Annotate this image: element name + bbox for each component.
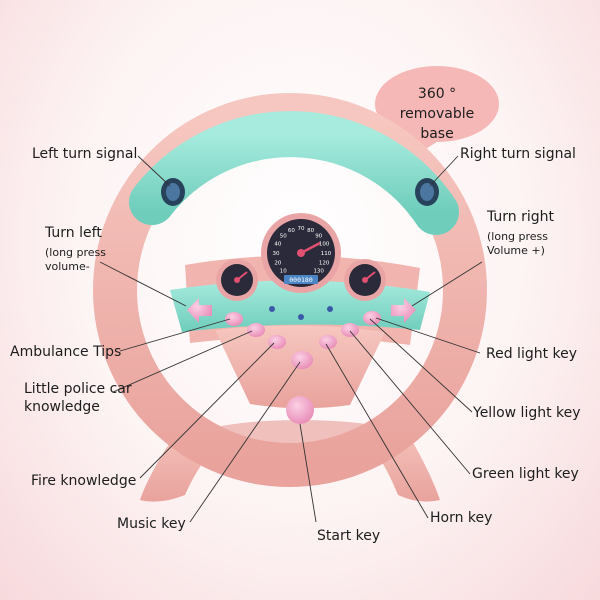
label-start-key: Start key: [317, 528, 381, 544]
speedometer-number: 40: [274, 241, 281, 247]
label-right-turn-signal: Right turn signal: [460, 146, 576, 162]
speedometer-number: 80: [307, 228, 314, 234]
label-music-key: Music key: [117, 516, 186, 532]
label-left-turn-signal: Left turn signal: [32, 146, 138, 162]
speedometer-number: 70: [298, 226, 305, 232]
label-little-police-2: knowledge: [24, 399, 100, 415]
label-turn-right-note-1: (long press: [487, 230, 549, 243]
turn-arrow-buttons: [187, 298, 416, 323]
turn-signal-lights: [161, 178, 439, 206]
indicator-leds: [269, 306, 333, 320]
speedometer-number: 110: [321, 251, 332, 257]
label-yellow-light-key: Yellow light key: [473, 405, 581, 421]
label-green-light-key: Green light key: [472, 466, 579, 482]
speedometer-number: 130: [313, 269, 324, 275]
label-ambulance-tips: Ambulance Tips: [10, 344, 122, 360]
speedometer-number: 120: [319, 261, 330, 267]
speedometer-number: 30: [273, 251, 280, 257]
bubble-caption: 360 ° removable base: [382, 84, 492, 144]
bubble-line-1: 360 ° removable: [399, 86, 475, 122]
speedometer-number: 60: [288, 228, 295, 234]
label-turn-left: Turn left: [45, 225, 102, 241]
label-red-light-key: Red light key: [486, 346, 578, 362]
speedometer-number: 100: [319, 241, 330, 247]
speedometer-display: 000180: [289, 276, 313, 284]
speedometer-number: 90: [315, 233, 322, 239]
speedometer-number: 50: [280, 233, 287, 239]
label-turn-right: Turn right: [487, 209, 555, 225]
label-turn-left-note-1: (long press: [45, 246, 107, 259]
function-buttons: [225, 311, 381, 424]
bubble-line-2: base: [420, 126, 454, 142]
label-turn-left-note-2: volume-: [45, 260, 90, 273]
leader-lines: [99, 155, 483, 523]
wheel-rim: [93, 93, 487, 487]
label-fire-knowledge: Fire knowledge: [31, 473, 137, 489]
label-little-police-1: Little police car: [24, 381, 132, 397]
speedometer-number: 20: [274, 261, 281, 267]
label-turn-right-note-2: Volume +): [487, 244, 545, 257]
speedometer-number: 10: [280, 269, 287, 275]
label-horn-key: Horn key: [430, 510, 493, 526]
